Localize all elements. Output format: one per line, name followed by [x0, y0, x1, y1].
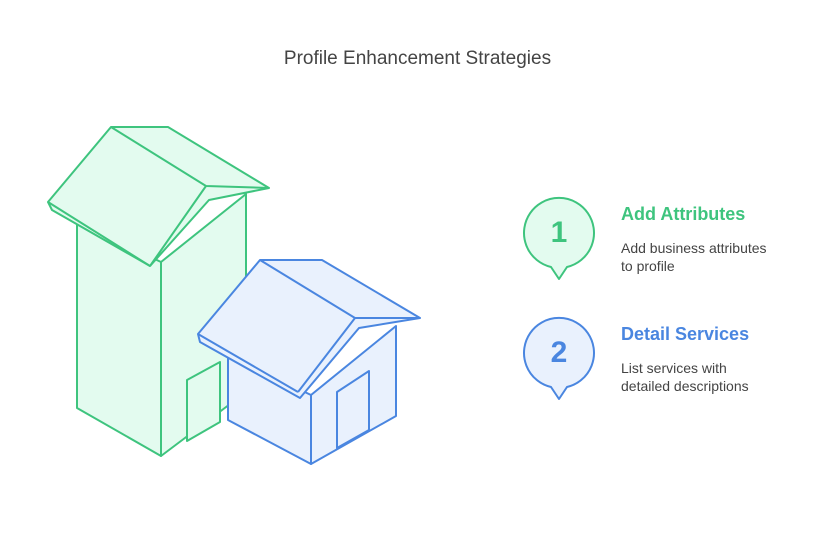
- pin-marker-icon: [523, 196, 595, 280]
- description-line: to profile: [621, 258, 675, 274]
- description-line: Add business attributes: [621, 240, 767, 256]
- description-line: detailed descriptions: [621, 378, 749, 394]
- step-description: Add business attributes to profile: [621, 239, 811, 275]
- step-number: 2: [550, 336, 568, 369]
- step-description: List services with detailed descriptions: [621, 359, 811, 395]
- description-line: List services with: [621, 360, 727, 376]
- diagram-title: Profile Enhancement Strategies: [283, 48, 552, 69]
- step-number: 1: [550, 216, 568, 249]
- pin-marker-icon: [523, 316, 595, 400]
- small-house: [197, 259, 421, 465]
- step-title: Detail Services: [621, 324, 750, 344]
- step-title: Add Attributes: [621, 204, 746, 224]
- tall-building: [47, 126, 270, 457]
